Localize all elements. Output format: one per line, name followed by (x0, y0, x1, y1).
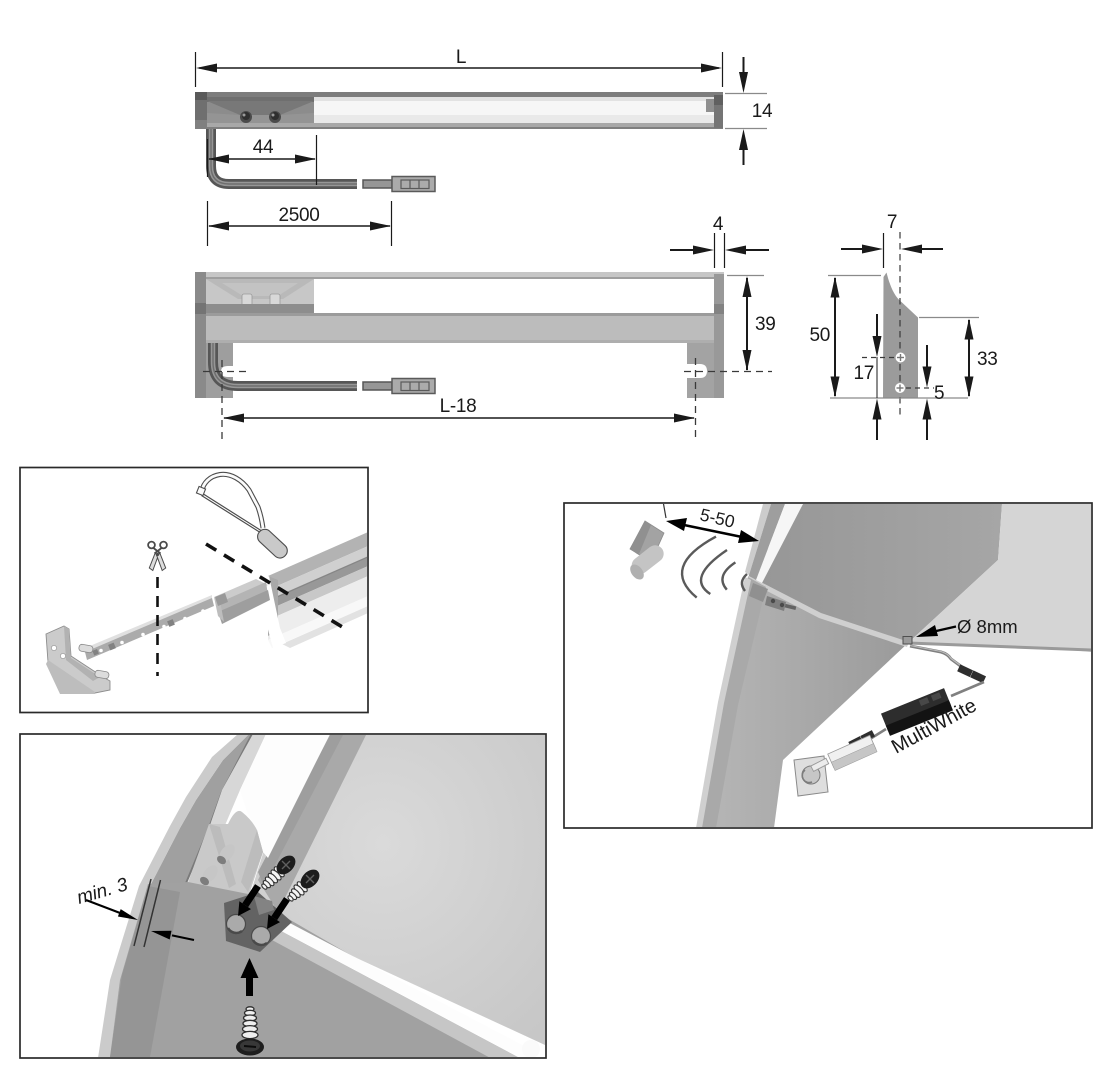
svg-text:L-18: L-18 (440, 396, 477, 417)
svg-text:39: 39 (755, 314, 776, 335)
svg-text:50: 50 (809, 325, 830, 346)
svg-text:2500: 2500 (278, 205, 319, 226)
svg-text:Ø 8mm: Ø 8mm (957, 616, 1018, 637)
svg-text:14: 14 (752, 101, 773, 122)
svg-text:44: 44 (253, 137, 274, 158)
svg-text:17: 17 (853, 363, 874, 384)
svg-text:L: L (456, 47, 466, 68)
svg-text:4: 4 (713, 214, 724, 235)
svg-text:33: 33 (977, 349, 998, 370)
svg-text:7: 7 (887, 212, 897, 233)
svg-text:5: 5 (934, 383, 944, 404)
